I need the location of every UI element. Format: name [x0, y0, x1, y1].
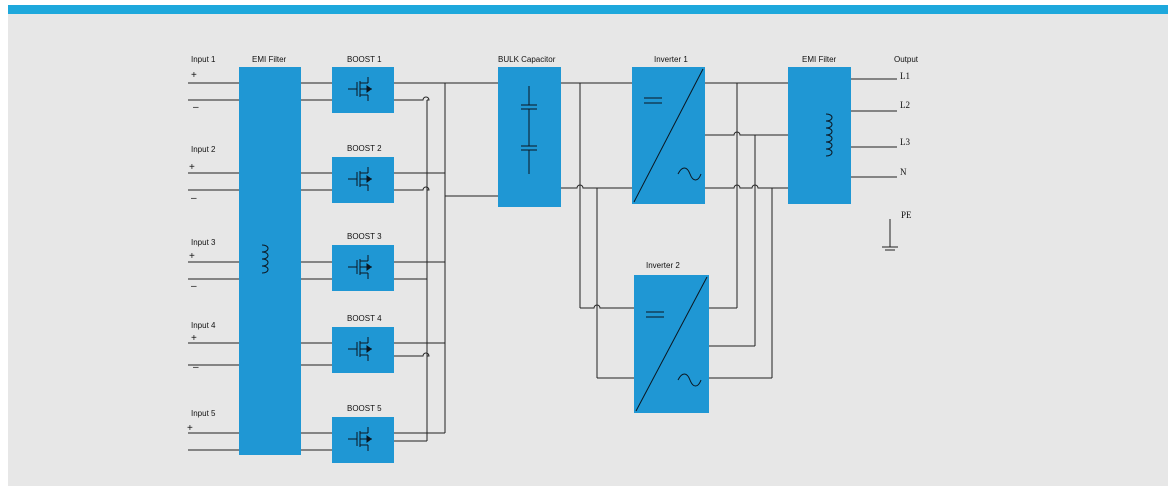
accent-bar [8, 5, 1168, 14]
input-4-plus: + [191, 333, 197, 344]
mosfet-icon [348, 337, 372, 361]
input-2-label: Input 2 [191, 145, 216, 154]
dc-link-wires [561, 82, 634, 379]
boost-3-block [332, 245, 394, 291]
boost-output-bus [394, 82, 498, 442]
input-wires [188, 82, 239, 451]
input-1-label: Input 1 [191, 55, 216, 64]
emi-filter-out-block [788, 67, 851, 204]
mosfet-icon [348, 77, 372, 101]
boost-2-label: BOOST 2 [347, 144, 382, 153]
emi-filter-in-label: EMI Filter [252, 55, 287, 64]
output-line-n: N [900, 167, 907, 177]
output-line-l1: L1 [900, 71, 910, 81]
mosfet-icon [348, 427, 372, 451]
mosfet-icon [348, 167, 372, 191]
emi-filter-in-block [239, 67, 301, 455]
output-line-l3: L3 [900, 137, 910, 147]
boost-5-block [332, 417, 394, 463]
emi-to-boost-wires [301, 82, 332, 451]
output-label: Output [894, 55, 919, 64]
output-pe: PE [901, 210, 912, 220]
dc-symbol-icon [644, 97, 662, 104]
inverter-2-label: Inverter 2 [646, 261, 680, 270]
inverter-1-diagonal [633, 68, 704, 203]
input-1-plus: + [191, 70, 197, 81]
inductor-icon [825, 113, 833, 157]
input-1-minus: – [193, 102, 199, 113]
input-3-plus: + [189, 251, 195, 262]
input-3-minus: – [191, 281, 197, 292]
ac-wave-icon [677, 167, 702, 181]
block-diagram: Input 1 + – Input 2 + – Input 3 + – Inpu… [187, 55, 919, 463]
boost-5-label: BOOST 5 [347, 404, 382, 413]
inductor-icon [261, 244, 269, 274]
input-2-minus: – [191, 193, 197, 204]
boost-1-block [332, 67, 394, 113]
emi-filter-out-label: EMI Filter [802, 55, 837, 64]
input-4-minus: – [193, 362, 199, 373]
ac-output-wires [705, 82, 788, 379]
input-3-label: Input 3 [191, 238, 216, 247]
inverter-1-label: Inverter 1 [654, 55, 688, 64]
ground-icon [882, 219, 898, 251]
inverter-2-diagonal [635, 276, 708, 412]
output-line-l2: L2 [900, 100, 910, 110]
input-2-plus: + [189, 162, 195, 173]
mosfet-icon [348, 255, 372, 279]
bulk-capacitor-label: BULK Capacitor [498, 55, 556, 64]
dc-symbol-icon [646, 311, 664, 318]
boost-4-block [332, 327, 394, 373]
boost-1-label: BOOST 1 [347, 55, 382, 64]
boost-4-label: BOOST 4 [347, 314, 382, 323]
diagram-canvas: Input 1 + – Input 2 + – Input 3 + – Inpu… [8, 14, 1168, 486]
capacitor-icon [521, 86, 537, 174]
boost-3-label: BOOST 3 [347, 232, 382, 241]
input-4-label: Input 4 [191, 321, 216, 330]
boost-2-block [332, 157, 394, 203]
input-5-plus: + [187, 423, 193, 434]
output-lines [851, 78, 897, 178]
input-5-label: Input 5 [191, 409, 216, 418]
ac-wave-icon [677, 373, 702, 387]
